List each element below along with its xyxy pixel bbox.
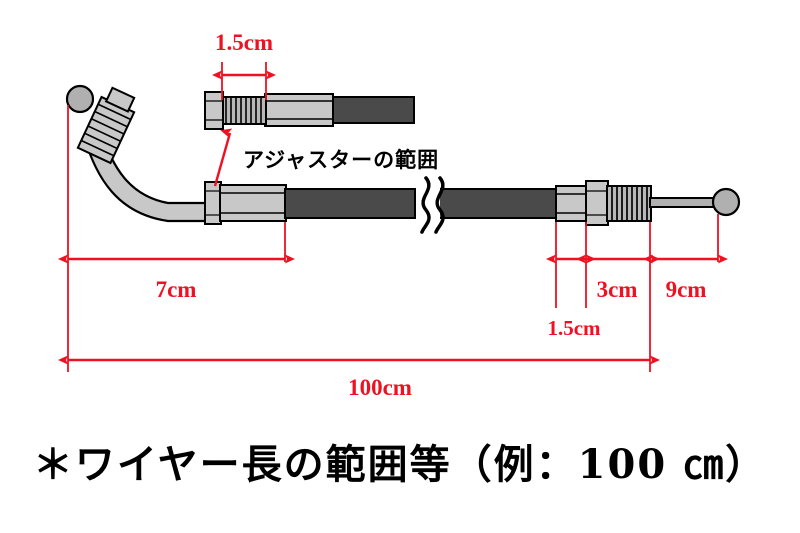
left-ferrule-collar <box>104 86 136 113</box>
right-ball-terminal <box>711 187 741 217</box>
dim-label-3cm: 3cm <box>597 277 638 302</box>
figure-caption: ＊ワイヤー長の範囲等（例：100 ㎝） <box>33 441 767 488</box>
right-inner-wire <box>649 197 719 208</box>
detail-inset-adjuster: 1.5cm <box>204 30 415 130</box>
main-adjuster-barrel <box>219 184 287 222</box>
adjuster-range-annotation: アジャスターの範囲 <box>243 148 439 172</box>
detail-barrel <box>264 93 334 127</box>
dim-label-9cm: 9cm <box>666 277 707 302</box>
casing-right-run <box>437 188 561 219</box>
dim-label-detail-thread: 1.5cm <box>215 30 273 55</box>
adjuster-callout-arrow <box>213 128 233 187</box>
dim-label-7cm: 7cm <box>156 277 197 302</box>
left-ferrule-ribs <box>80 103 132 157</box>
dim-label-right-collar: 1.5cm <box>547 316 601 340</box>
detail-hex-nut <box>204 91 224 130</box>
right-hex-nut <box>585 180 609 226</box>
right-collar-barrel <box>555 185 589 222</box>
detail-thread-ribs <box>225 97 262 124</box>
left-ferrule <box>76 86 136 165</box>
main-adjuster-nut <box>204 181 222 225</box>
break-symbol-front <box>420 176 445 234</box>
left-ball-nipple <box>65 84 95 114</box>
right-thread-body <box>606 185 652 222</box>
right-thread-ribs <box>611 186 648 221</box>
detail-thread-body <box>221 96 267 125</box>
detail-outer-casing <box>331 96 415 124</box>
dim-label-100cm: 100cm <box>348 375 412 400</box>
casing-left-run <box>284 188 416 219</box>
